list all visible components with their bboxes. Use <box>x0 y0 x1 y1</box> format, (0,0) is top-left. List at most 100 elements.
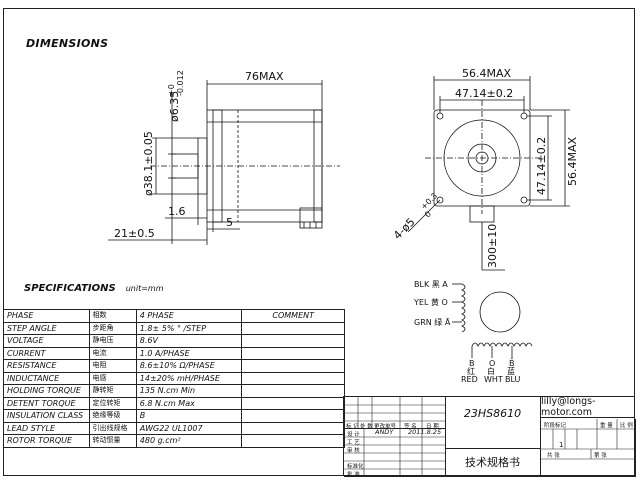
length-dim: 76MAX <box>245 70 284 83</box>
docname-cell <box>446 449 541 477</box>
label-date: 日 期 <box>426 424 439 430</box>
rotor-symbol <box>479 291 521 333</box>
label-stage: 阶段标记 <box>544 423 567 429</box>
wire-wht-cn: 白 <box>487 366 495 376</box>
spec-value: 6.8 N.cm Max <box>135 396 243 410</box>
spec-value: 480 g.cm² <box>135 434 243 448</box>
coil-b <box>471 342 533 347</box>
holes-tol: +0.3 <box>419 191 439 211</box>
label-weight: 重 量 <box>600 423 613 429</box>
wire-red-cn: 红 <box>467 366 475 376</box>
revision-grid-lines <box>344 397 445 428</box>
spec-param: STEP ANGLE <box>3 321 90 335</box>
spec-value: 135 N.cm Min <box>135 384 243 398</box>
width-max-dim: 56.4MAX <box>462 67 512 80</box>
label-change: 更改单号 <box>374 424 397 430</box>
spec-value: AWG22 UL1007 <box>135 421 243 435</box>
wire-yel: YEL 黄 O <box>413 297 448 307</box>
approval-grid <box>344 429 446 477</box>
hole-spacing-h-dim: 47.14±0.2 <box>455 87 513 100</box>
holes-dim: 4-ø5 <box>391 215 418 242</box>
height-max-dim: 56.4MAX <box>566 136 579 186</box>
spec-value: 4 PHASE <box>135 309 243 323</box>
spec-value: 14±20% mH/PHASE <box>135 371 243 385</box>
spec-value: 8.6V <box>135 334 243 348</box>
comment-cell <box>241 346 345 360</box>
spec-param: ROTOR TORQUE <box>3 434 90 448</box>
label-count: 处 数 <box>360 424 373 430</box>
holes-tol-bottom: 0 <box>423 209 433 219</box>
flange-dim: 5 <box>226 216 233 229</box>
coil-a <box>461 283 466 333</box>
dimensions-heading: DIMENSIONS <box>26 37 109 50</box>
comment-cell <box>241 421 345 435</box>
designer-name: ANDY <box>375 428 394 436</box>
spec-param-cn: 转动惯量 <box>88 434 137 448</box>
wire-blu: BLU <box>505 375 521 384</box>
spec-value: 8.6±10% Ω/PHASE <box>135 359 243 373</box>
sheet-number: 1 <box>559 441 564 449</box>
pilot-dia-dim: ø38.1±0.05 <box>142 131 155 196</box>
label-review: 审 核 <box>347 448 360 454</box>
label-process: 工 艺 <box>347 440 360 446</box>
comment-cell <box>241 359 345 373</box>
coil-b-label: B <box>469 359 475 368</box>
spec-param: INDUCTANCE <box>3 371 90 385</box>
pilot-len-dim: 1.6 <box>168 205 186 218</box>
spec-param-cn: 步距角 <box>88 321 137 335</box>
revision-grid <box>344 397 446 429</box>
spec-param-cn: 电阻 <box>88 359 137 373</box>
stage-grid-lines <box>541 419 635 460</box>
spec-value: 1.0 A/PHASE <box>135 346 243 360</box>
spec-param: INSULATION CLASS <box>3 409 90 423</box>
label-approve: 批 准 <box>347 472 360 478</box>
spec-param-cn: 相数 <box>88 309 137 323</box>
stage-cell <box>541 419 636 477</box>
label-sign: 签 名 <box>404 424 417 430</box>
label-design: 设 计 <box>347 432 360 438</box>
coil-o-label: O <box>489 359 495 368</box>
spec-param: VOLTAGE <box>3 334 90 348</box>
comment-cell <box>241 396 345 410</box>
spec-param-cn: 引出线规格 <box>88 421 137 435</box>
spec-param: CURRENT <box>3 346 90 360</box>
spec-param: PHASE <box>3 309 90 323</box>
comment-cell <box>241 409 345 423</box>
spec-param: HOLDING TORQUE <box>3 384 90 398</box>
hole-spacing-v-dim: 47.14±0.2 <box>535 137 548 195</box>
wire-grn: GRN 绿 Ā <box>414 317 451 327</box>
shaft-tol-top: +0 <box>167 84 176 96</box>
comment-cell <box>241 434 345 448</box>
comment-cell <box>241 371 345 385</box>
spec-value: 1.8± 5% ° /STEP <box>135 321 243 335</box>
model-cell <box>446 397 541 449</box>
model-number: 23HS8610 <box>463 406 522 420</box>
drawing-frame <box>3 8 635 476</box>
label-sheet: 第 张 <box>594 453 607 459</box>
spec-value: B <box>135 409 243 423</box>
shaft-tol-bottom: -0.012 <box>176 70 185 96</box>
title-block: 标 记 处 数 更改单号 签 名 日 期 设 计 工 艺 审 核 标准化 批 准… <box>343 396 636 478</box>
spec-param: RESISTANCE <box>3 359 90 373</box>
spec-param-cn: 电流 <box>88 346 137 360</box>
design-date: 2011.8.25 <box>408 428 442 436</box>
comment-cell <box>241 384 345 398</box>
label-sheets: 共 张 <box>547 453 560 459</box>
lead-len-dim: 300±10 <box>486 224 499 268</box>
comment-cell <box>241 334 345 348</box>
comment-header: COMMENT <box>241 309 345 323</box>
shaft-dia-dim: ø6.35 <box>168 91 181 122</box>
spec-title: SPECIFICATIONS <box>24 283 116 294</box>
spec-param: LEAD STYLE <box>3 421 90 435</box>
document-name: 技术规格书 <box>465 456 520 469</box>
contact-email[interactable]: lilly@longs-motor.com <box>540 396 635 418</box>
